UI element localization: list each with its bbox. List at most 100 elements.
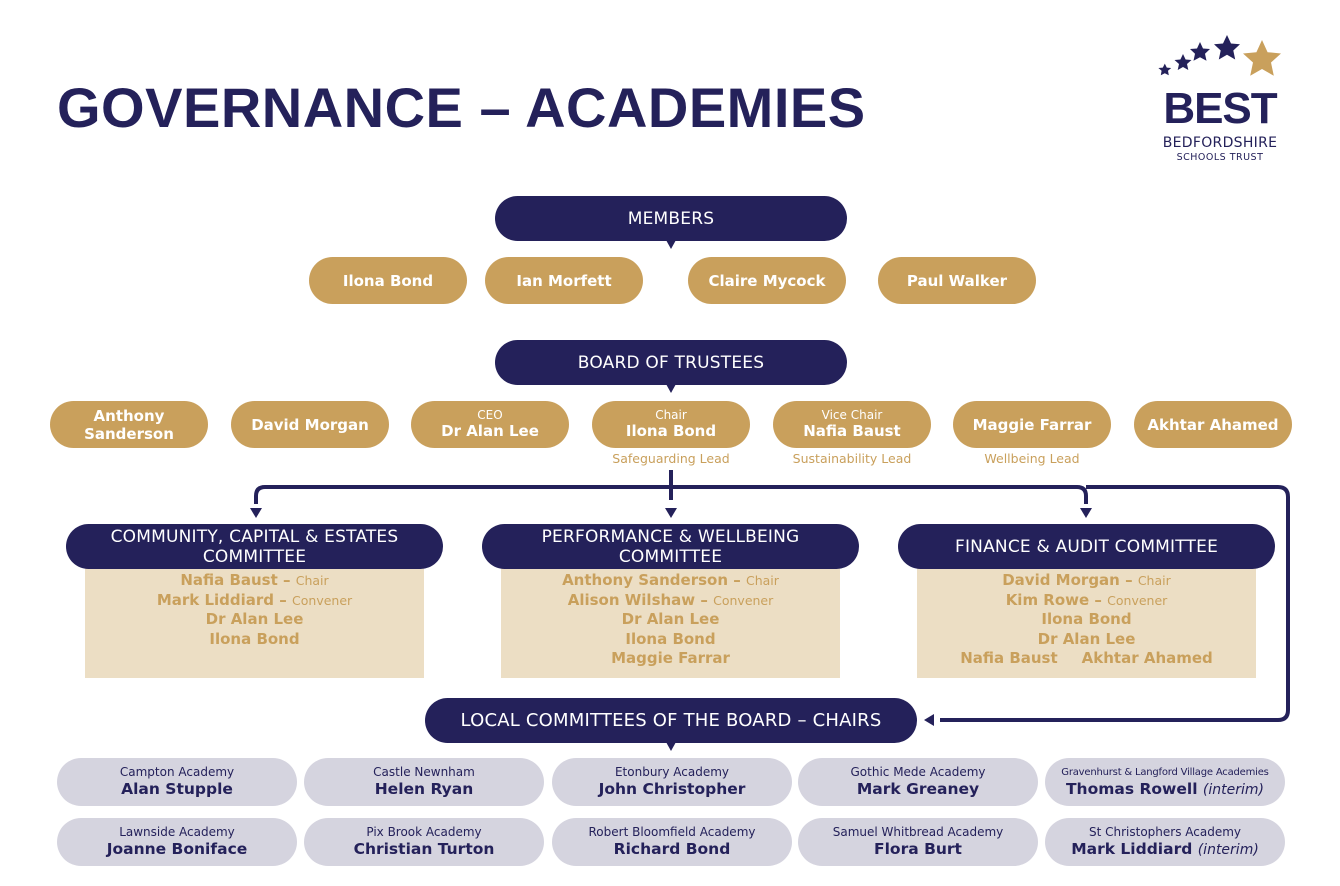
chair-name: Mark Greaney [857, 780, 979, 799]
pointer-icon [666, 742, 676, 751]
member-role: Convener [1107, 592, 1168, 608]
logo-line-2: SCHOOLS TRUST [1176, 152, 1264, 163]
member-name: Dr Alan Lee [205, 610, 304, 628]
member-pill: Ian Morfett [485, 257, 643, 304]
member-name: Ian Morfett [516, 271, 612, 290]
school-name: Gothic Mede Academy [850, 765, 986, 779]
page-title: GOVERNANCE – ACADEMIES [57, 76, 866, 139]
interim-note: (interim) [1202, 781, 1264, 798]
local-chair-pill: Samuel Whitbread Academy Flora Burt [798, 818, 1038, 866]
trustee-lead-label: Wellbeing Lead [984, 451, 1080, 466]
committee-member: Kim Rowe – Convener [917, 591, 1256, 611]
local-committees-label: LOCAL COMMITTEES OF THE BOARD – CHAIRS [460, 709, 882, 731]
committee-title-line2: COMMITTEE [202, 546, 307, 567]
member-name: Ilona Bond [342, 271, 434, 290]
local-chair-pill: Gothic Mede Academy Mark Greaney [798, 758, 1038, 806]
arrow-down-icon [665, 508, 677, 518]
chair-name-text: John Christopher [598, 780, 746, 798]
local-chair-pill: Etonbury Academy John Christopher [552, 758, 792, 806]
best-logo: BEST BEDFORDSHIRE SCHOOLS TRUST [1150, 32, 1290, 167]
trustee-pill: Chair Ilona Bond [592, 401, 750, 448]
member-name: Paul Walker [906, 271, 1008, 290]
committee-member: Ilona Bond [501, 630, 840, 650]
school-name: Pix Brook Academy [366, 825, 482, 839]
local-chair-pill: Pix Brook Academy Christian Turton [304, 818, 544, 866]
trustee-role: Vice Chair [821, 408, 883, 422]
trustee-role: CEO [477, 408, 503, 422]
chair-name: Joanne Boniface [107, 840, 248, 859]
members-header-label: MEMBERS [627, 208, 715, 229]
committee-member: Ilona Bond [917, 610, 1256, 630]
logo-line-1: BEDFORDSHIRE [1162, 135, 1278, 151]
committee-member: Anthony Sanderson – Chair [501, 571, 840, 591]
committee-header-finance: FINANCE & AUDIT COMMITTEE [898, 524, 1275, 569]
logo-wordmark: BEST [1163, 84, 1277, 133]
chair-name: Alan Stupple [121, 780, 233, 799]
connector-rail-left [254, 485, 671, 504]
member-name: Alison Wilshaw – [567, 590, 708, 609]
local-chair-pill: St Christophers Academy Mark Liddiard (i… [1045, 818, 1285, 866]
committee-member: Dr Alan Lee [501, 610, 840, 630]
pointer-icon [666, 240, 676, 249]
trustee-pill: Akhtar Ahamed [1134, 401, 1292, 448]
chair-name-text: Alan Stupple [121, 780, 233, 798]
trustee-name: Anthony [93, 406, 165, 425]
trustee-pill: Maggie Farrar [953, 401, 1111, 448]
trustee-name: Maggie Farrar [972, 415, 1092, 434]
chair-name: Richard Bond [614, 840, 731, 859]
committee-member: Mark Liddiard – Convener [85, 591, 424, 611]
member-name: Ilona Bond [625, 629, 716, 648]
committee-title: PERFORMANCE & WELLBEING [541, 526, 800, 547]
member-name: Anthony Sanderson – [562, 571, 741, 589]
committee-member: Alison Wilshaw – Convener [501, 591, 840, 611]
committee-title: COMMUNITY, CAPITAL & ESTATES [110, 526, 399, 547]
trustee-role: Chair [655, 408, 687, 422]
arrow-left-icon [924, 714, 934, 726]
chair-name: Flora Burt [874, 840, 962, 859]
trustee-name: Nafia Baust [803, 422, 901, 440]
chair-name-text: Christian Turton [353, 840, 495, 858]
committee-member: Nafia Baust – Chair [85, 571, 424, 591]
school-name: St Christophers Academy [1088, 824, 1242, 839]
committee-header-performance: PERFORMANCE & WELLBEING COMMITTEE [482, 524, 859, 569]
trustee-pill: CEO Dr Alan Lee [411, 401, 569, 448]
chair-name-text: Mark Liddiard [1071, 839, 1193, 858]
member-name: Nafia Baust – [180, 571, 291, 589]
committee-members-finance: David Morgan – Chair Kim Rowe – Convener… [917, 565, 1256, 678]
local-chair-pill: Lawnside Academy Joanne Boniface [57, 818, 297, 866]
school-name: Castle Newnham [373, 765, 475, 779]
member-name: Kim Rowe – [1005, 590, 1102, 609]
member-pill: Claire Mycock [688, 257, 846, 304]
member-name: Ilona Bond [209, 629, 300, 648]
school-name: Gravenhurst & Langford Village Academies [1061, 766, 1269, 778]
member-role: Chair [295, 573, 329, 588]
trustee-name: Dr Alan Lee [441, 422, 539, 440]
member-name: Akhtar Ahamed [1081, 649, 1213, 667]
committee-title: FINANCE & AUDIT COMMITTEE [954, 536, 1219, 557]
trustee-pill: David Morgan [231, 401, 389, 448]
school-name: Campton Academy [119, 765, 235, 779]
member-pill: Ilona Bond [309, 257, 467, 304]
trustee-name: David Morgan [251, 415, 369, 434]
trustee-name: Akhtar Ahamed [1147, 415, 1279, 434]
local-chair-pill: Robert Bloomfield Academy Richard Bond [552, 818, 792, 866]
committee-member: Ilona Bond [85, 630, 424, 650]
member-role: Convener [292, 592, 353, 608]
chair-name-text: Mark Greaney [856, 780, 980, 798]
trustee-name-line2: Sanderson [84, 424, 174, 443]
member-name: Maggie Farrar [611, 649, 730, 667]
member-pill: Paul Walker [878, 257, 1036, 304]
member-role: Chair [1137, 573, 1171, 588]
chair-name: Mark Liddiard (interim) [1071, 840, 1259, 860]
member-role: Chair [745, 573, 779, 588]
school-name: Lawnside Academy [119, 825, 235, 839]
stars-icon [1158, 35, 1281, 76]
chair-name: John Christopher [599, 780, 746, 799]
trustee-lead-label: Safeguarding Lead [612, 451, 730, 466]
member-name: Mark Liddiard – [156, 590, 287, 609]
chair-name-text: Joanne Boniface [106, 840, 248, 858]
trustee-pill: Vice Chair Nafia Baust [773, 401, 931, 448]
school-name: Robert Bloomfield Academy [588, 825, 756, 839]
board-header-label: BOARD OF TRUSTEES [577, 352, 765, 373]
local-chair-pill: Castle Newnham Helen Ryan [304, 758, 544, 806]
